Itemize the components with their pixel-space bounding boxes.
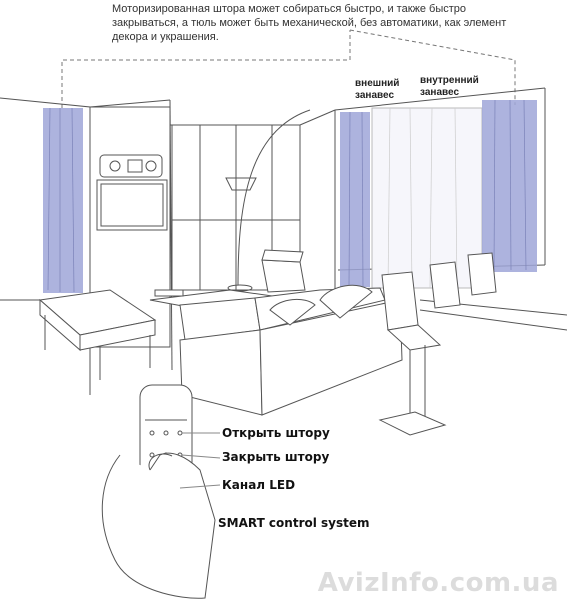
watermark: AvizInfo.com.ua bbox=[317, 568, 559, 598]
led-channel-label: Канал LED bbox=[222, 478, 296, 492]
remote-pointers bbox=[179, 432, 221, 489]
outer-curtain bbox=[340, 112, 370, 287]
right-curtain bbox=[482, 100, 537, 272]
caption: Моторизированная штора может собираться … bbox=[112, 3, 507, 43]
sofa bbox=[179, 284, 403, 416]
callout-lines bbox=[61, 29, 516, 108]
open-curtain-label: Открыть штору bbox=[222, 426, 330, 440]
system-label: SMART control system bbox=[218, 516, 370, 530]
curtains bbox=[43, 99, 537, 293]
remote-hand bbox=[101, 384, 216, 599]
floor-lamp bbox=[225, 109, 311, 292]
inner-curtain bbox=[371, 107, 483, 289]
bar-stools bbox=[378, 252, 497, 436]
inner-curtain-label: внутренний занавес bbox=[420, 75, 479, 98]
close-curtain-label: Закрыть штору bbox=[222, 450, 330, 464]
outer-curtain-label: внешний занавес bbox=[355, 78, 400, 101]
armchair bbox=[261, 249, 306, 293]
bench bbox=[38, 289, 157, 380]
